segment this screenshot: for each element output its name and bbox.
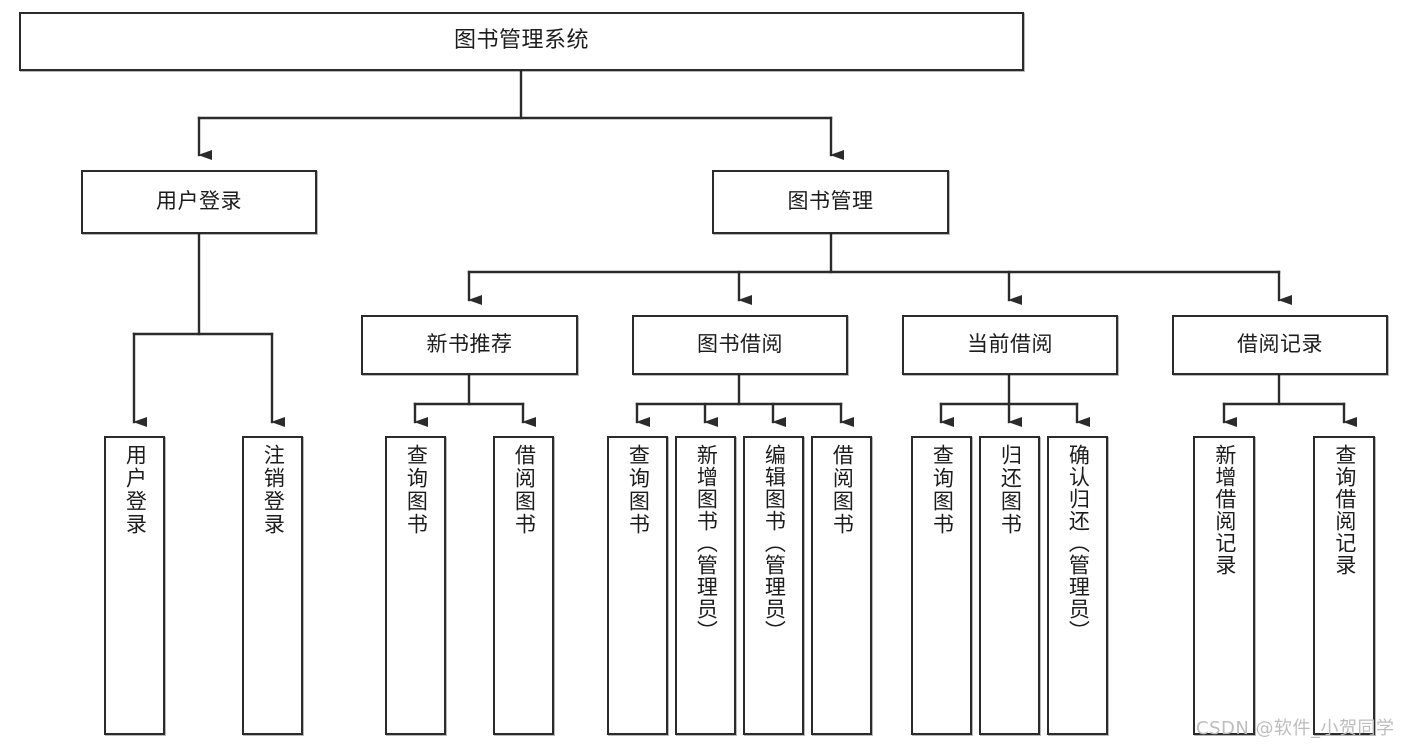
node-leaf-add-borrow-record[interactable]: 新增借阅记录 (1193, 436, 1255, 735)
node-new-book-recommend[interactable]: 新书推荐 (361, 315, 578, 375)
node-current-borrow-label: 当前借阅 (967, 332, 1053, 357)
node-new-book-recommend-label: 新书推荐 (426, 332, 513, 357)
node-leaf-logout-label: 注销登录 (261, 444, 286, 536)
node-book-borrow[interactable]: 图书借阅 (632, 315, 848, 375)
node-leaf-borrow-book-label: 借阅图书 (830, 444, 855, 536)
node-leaf-user-login[interactable]: 用户登录 (104, 436, 165, 735)
edges-current-to-leaves (939, 373, 1090, 427)
node-leaf-borrow-book-recommend[interactable]: 借阅图书 (493, 436, 554, 735)
node-root-book-management-system[interactable]: 图书管理系统 (19, 12, 1024, 71)
node-leaf-add-book-admin[interactable]: 新增图书（管理员） (675, 436, 736, 735)
node-current-borrow[interactable]: 当前借阅 (902, 315, 1118, 375)
node-leaf-query-borrow-record-label: 查询借阅记录 (1332, 444, 1357, 576)
node-leaf-confirm-return-admin[interactable]: 确认归还（管理员） (1047, 436, 1108, 735)
node-user-login[interactable]: 用户登录 (81, 170, 317, 234)
node-book-management-label: 图书管理 (787, 189, 874, 214)
edges-userlogin-to-leaves (132, 232, 285, 427)
node-leaf-logout[interactable]: 注销登录 (242, 436, 303, 735)
node-book-management[interactable]: 图书管理 (712, 170, 949, 234)
node-leaf-edit-book-admin[interactable]: 编辑图书（管理员） (743, 436, 804, 735)
node-borrow-record[interactable]: 借阅记录 (1172, 315, 1388, 375)
node-leaf-add-book-admin-label: 新增图书（管理员） (694, 444, 719, 642)
node-leaf-add-borrow-record-label: 新增借阅记录 (1212, 444, 1237, 576)
edges-bookmgmt-to-level2 (467, 232, 1292, 305)
node-leaf-borrow-book-recommend-label: 借阅图书 (512, 444, 537, 536)
node-borrow-record-label: 借阅记录 (1237, 332, 1323, 357)
node-leaf-borrow-book[interactable]: 借阅图书 (811, 436, 872, 735)
node-leaf-confirm-return-admin-label: 确认归还（管理员） (1066, 444, 1091, 642)
node-leaf-query-book-current[interactable]: 查询图书 (911, 436, 972, 735)
node-leaf-user-login-label: 用户登录 (123, 444, 148, 536)
node-leaf-query-book-borrow-label: 查询图书 (626, 444, 651, 536)
edges-root-to-level1 (197, 69, 844, 160)
node-leaf-return-book[interactable]: 归还图书 (979, 436, 1040, 735)
node-book-borrow-label: 图书借阅 (697, 332, 783, 357)
node-leaf-query-borrow-record[interactable]: 查询借阅记录 (1313, 436, 1375, 735)
node-leaf-edit-book-admin-label: 编辑图书（管理员） (762, 444, 787, 642)
node-leaf-query-book-recommend[interactable]: 查询图书 (385, 436, 446, 735)
node-leaf-query-book-recommend-label: 查询图书 (404, 444, 429, 536)
node-user-login-label: 用户登录 (156, 189, 242, 214)
node-leaf-query-book-borrow[interactable]: 查询图书 (607, 436, 668, 735)
edges-record-to-leaves (1222, 373, 1357, 427)
edges-borrow-to-leaves (635, 373, 854, 427)
node-leaf-query-book-current-label: 查询图书 (930, 444, 955, 536)
edges-newbook-to-leaves (413, 373, 536, 427)
node-root-label: 图书管理系统 (453, 28, 589, 54)
node-leaf-return-book-label: 归还图书 (998, 444, 1023, 536)
csdn-watermark: CSDN @软件_小贺同学 (1196, 718, 1395, 739)
